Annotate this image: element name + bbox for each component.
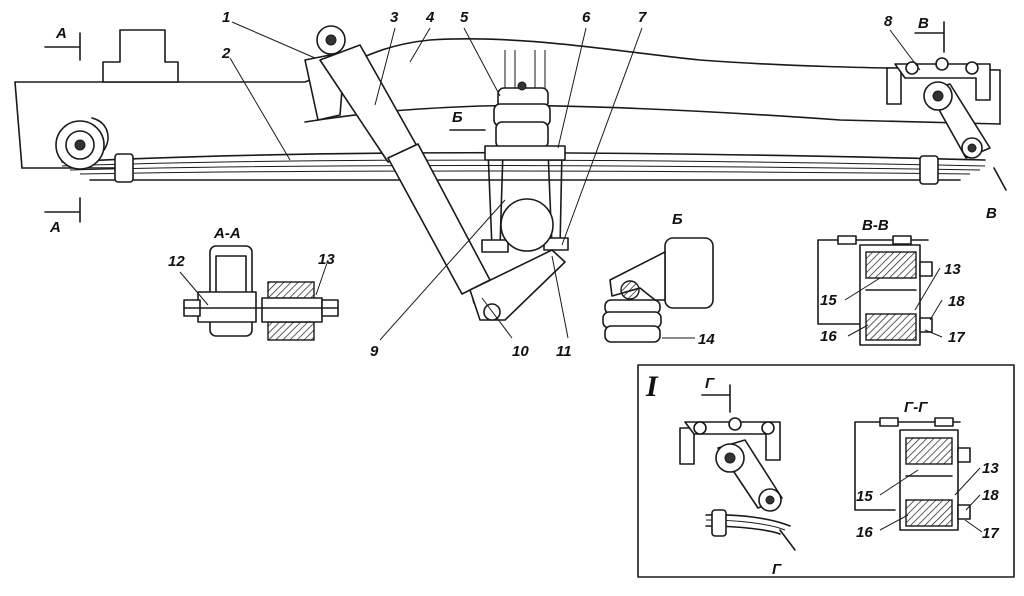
section-b-title: Б [672, 211, 683, 228]
section-b-arrow: Б [452, 109, 463, 126]
section-g-top: Г [705, 375, 715, 392]
section-a-a [179, 245, 339, 341]
section-vv-title: В-В [862, 217, 889, 234]
part-number-labels: 1 2 3 4 5 6 7 8 9 10 11 12 13 14 13 15 1… [168, 9, 999, 542]
leaf-spring [61, 151, 986, 185]
rear-shackle [886, 57, 991, 159]
label-17: 17 [948, 329, 965, 346]
label-9: 9 [370, 343, 379, 360]
label-16: 16 [820, 328, 837, 345]
section-g-bottom: Г [772, 561, 782, 578]
label-16b: 16 [856, 524, 873, 541]
section-gg-title: Г-Г [904, 399, 928, 416]
leader-lines [229, 21, 921, 341]
label-6: 6 [582, 9, 591, 26]
section-aa-title: А-А [213, 225, 241, 242]
inset-i [637, 364, 1015, 578]
label-14: 14 [698, 331, 715, 348]
section-b [602, 237, 714, 343]
label-17b: 17 [982, 525, 999, 542]
label-2: 2 [221, 45, 231, 62]
label-3: 3 [390, 9, 399, 26]
label-15: 15 [820, 292, 837, 309]
label-5: 5 [460, 9, 469, 26]
label-13b: 13 [944, 261, 961, 278]
section-markers [44, 21, 1007, 551]
label-12: 12 [168, 253, 185, 270]
label-4: 4 [425, 9, 435, 26]
label-18: 18 [948, 293, 965, 310]
section-letter-labels: А А Б В В А-А Б В-В I Г Г Г-Г [49, 15, 997, 578]
label-11: 11 [556, 343, 572, 360]
label-13c: 13 [982, 460, 999, 477]
front-spring-eye [55, 117, 109, 170]
label-10: 10 [512, 343, 529, 360]
section-a-top: А [55, 25, 67, 42]
label-15b: 15 [856, 488, 873, 505]
axle-assembly [469, 50, 569, 321]
section-v-top: В [918, 15, 929, 32]
label-7: 7 [638, 9, 647, 26]
shock-absorber [319, 44, 498, 311]
section-v-v [817, 235, 943, 346]
section-a-bottom: А [49, 219, 61, 236]
inset-label: I [645, 370, 659, 403]
label-8: 8 [884, 13, 893, 30]
label-1: 1 [222, 9, 230, 26]
label-18b: 18 [982, 487, 999, 504]
section-v-bottom: В [986, 205, 997, 222]
label-13: 13 [318, 251, 335, 268]
